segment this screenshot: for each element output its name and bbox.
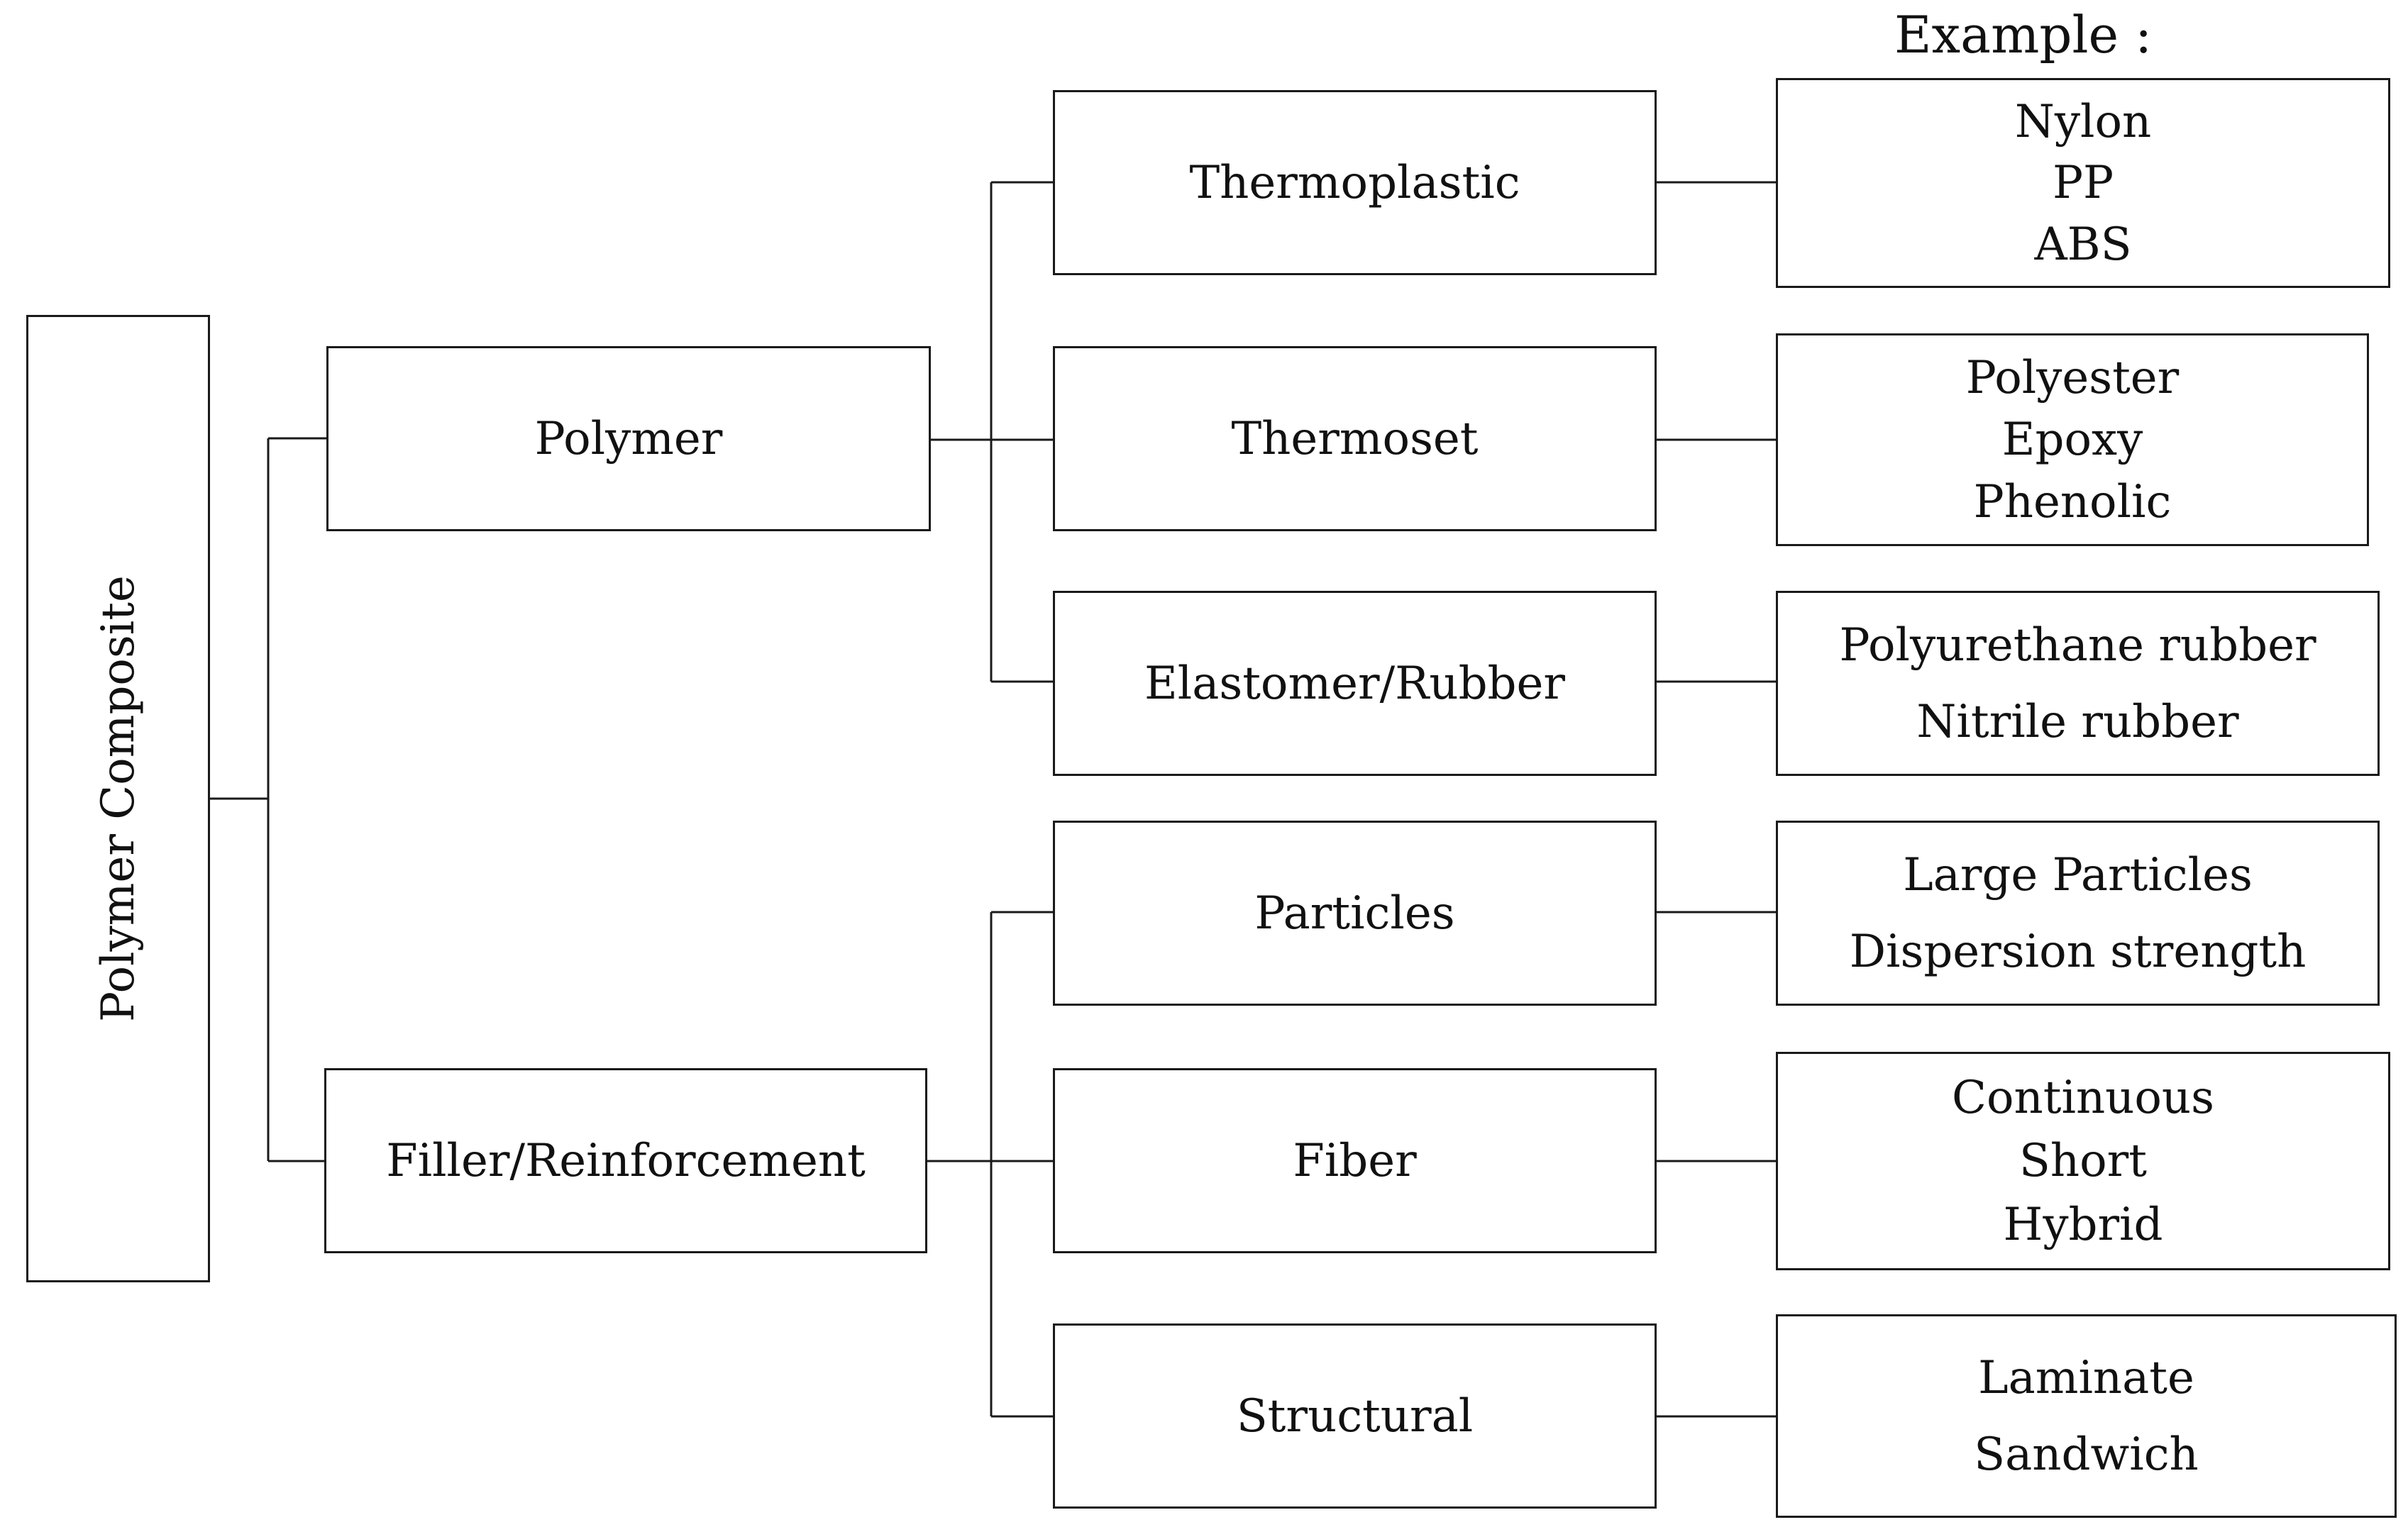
node-thermoplastic-label: Thermoplastic [1189, 156, 1520, 209]
node-fiber-label: Fiber [1293, 1134, 1417, 1187]
example-item: Laminate [1978, 1351, 2194, 1404]
examples-particles: Large Particles Dispersion strength [1776, 821, 2380, 1006]
examples-fiber: Continuous Short Hybrid [1776, 1052, 2390, 1270]
examples-structural: Laminate Sandwich [1776, 1314, 2397, 1518]
example-item: Sandwich [1974, 1428, 2199, 1481]
example-item: Large Particles [1903, 848, 2253, 901]
node-fiber: Fiber [1053, 1068, 1657, 1253]
example-item: Polyester [1965, 351, 2180, 404]
example-item: Dispersion strength [1849, 925, 2307, 978]
examples-elastomer-rubber: Polyurethane rubber Nitrile rubber [1776, 591, 2380, 776]
example-item: Phenolic [1973, 475, 2172, 528]
node-particles: Particles [1053, 821, 1657, 1006]
example-header: Example : [1894, 5, 2153, 65]
node-elastomer-rubber: Elastomer/Rubber [1053, 591, 1657, 776]
node-thermoset-label: Thermoset [1231, 412, 1479, 465]
examples-thermoplastic: Nylon PP ABS [1776, 78, 2390, 288]
node-filler-reinforcement-label: Filler/Reinforcement [386, 1134, 866, 1187]
example-item: Nylon [2014, 95, 2152, 148]
example-item: Polyurethane rubber [1839, 618, 2316, 672]
node-thermoset: Thermoset [1053, 346, 1657, 531]
node-structural-label: Structural [1236, 1389, 1474, 1443]
node-polymer-composite-label: Polymer Composite [92, 575, 145, 1022]
example-item: ABS [2034, 218, 2132, 271]
example-item: Nitrile rubber [1916, 695, 2239, 748]
node-polymer: Polymer [326, 346, 931, 531]
examples-thermoset: Polyester Epoxy Phenolic [1776, 333, 2369, 546]
node-structural: Structural [1053, 1323, 1657, 1509]
example-item: PP [2052, 157, 2114, 209]
node-particles-label: Particles [1254, 887, 1455, 940]
node-thermoplastic: Thermoplastic [1053, 90, 1657, 275]
example-item: Hybrid [2003, 1198, 2163, 1251]
example-item: Continuous [1952, 1071, 2214, 1124]
example-item: Epoxy [2001, 413, 2143, 466]
node-elastomer-rubber-label: Elastomer/Rubber [1144, 657, 1565, 710]
node-polymer-label: Polymer [534, 412, 723, 465]
node-polymer-composite: Polymer Composite [26, 315, 210, 1282]
example-item: Short [2019, 1135, 2147, 1187]
node-filler-reinforcement: Filler/Reinforcement [324, 1068, 927, 1253]
